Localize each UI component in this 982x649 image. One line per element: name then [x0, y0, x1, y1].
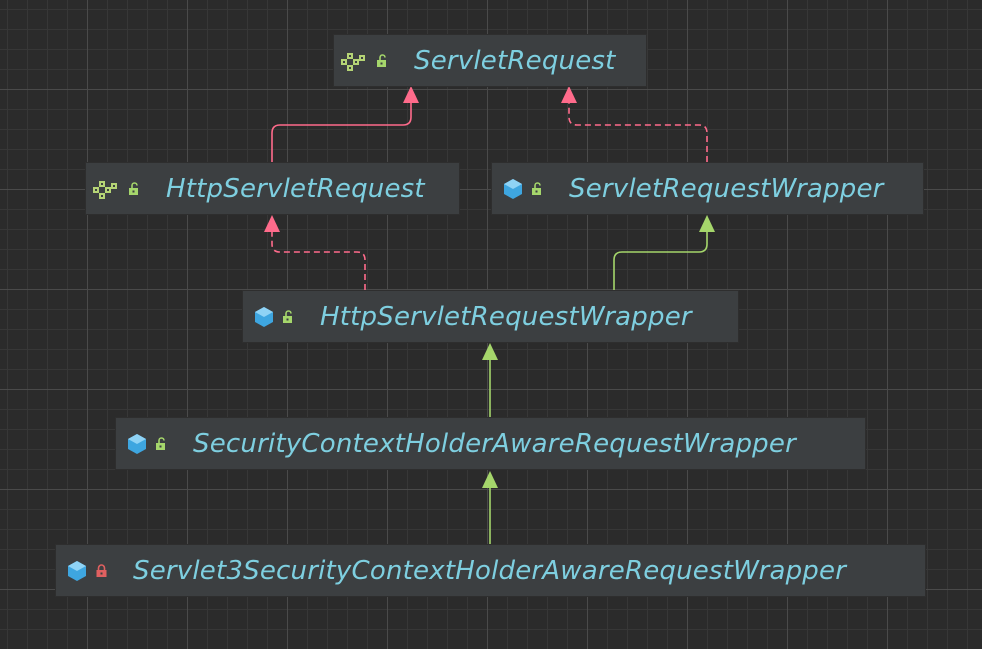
node-security-context-holder-aware-request-wrapper[interactable]: SecurityContextHolderAwareRequestWrapper: [115, 417, 866, 470]
public-lock-icon: [377, 53, 386, 67]
node-http-servlet-request[interactable]: HttpServletRequest: [85, 162, 460, 215]
public-lock-icon: [156, 436, 165, 450]
class-icon: [504, 178, 522, 199]
node-label: HttpServletRequest: [166, 173, 425, 204]
class-icon: [68, 560, 86, 581]
edge-httpservletrequestwrapper-to-servletrequestwrapper: [613, 229, 708, 290]
arrowhead-httpservletrequestwrapper: [482, 343, 498, 360]
edge-httpservletrequest-to-servletrequest: [271, 100, 412, 162]
node-label: ServletRequestWrapper: [569, 173, 884, 204]
edge-httpservletrequestwrapper-to-httpservletrequest: [271, 229, 366, 290]
class-icon: [128, 433, 146, 454]
public-lock-icon: [283, 309, 292, 323]
class-icon: [255, 306, 273, 327]
node-label: SecurityContextHolderAwareRequestWrapper: [193, 428, 796, 459]
arrowhead-servletrequest-right: [561, 86, 577, 103]
node-servlet-request[interactable]: ServletRequest: [333, 34, 647, 87]
interface-icon: [93, 180, 117, 199]
public-lock-icon: [532, 181, 541, 195]
node-servlet3-security-context-holder-aware-request-wrapper[interactable]: Servlet3SecurityContextHolderAwareReques…: [55, 544, 926, 597]
arrowhead-httpservletrequest: [264, 215, 280, 232]
node-label: Servlet3SecurityContextHolderAwareReques…: [133, 555, 847, 586]
node-label: ServletRequest: [414, 45, 616, 76]
node-servlet-request-wrapper[interactable]: ServletRequestWrapper: [491, 162, 924, 215]
node-http-servlet-request-wrapper[interactable]: HttpServletRequestWrapper: [242, 290, 739, 343]
arrowhead-securitycontext: [482, 471, 498, 488]
node-label: HttpServletRequestWrapper: [320, 301, 692, 332]
private-lock-icon: [96, 563, 107, 577]
arrowhead-servletrequest-left: [403, 86, 419, 103]
interface-icon: [341, 52, 365, 71]
edge-servletrequestwrapper-to-servletrequest: [568, 100, 708, 162]
arrowhead-servletrequestwrapper: [699, 215, 715, 232]
public-lock-icon: [129, 181, 138, 195]
